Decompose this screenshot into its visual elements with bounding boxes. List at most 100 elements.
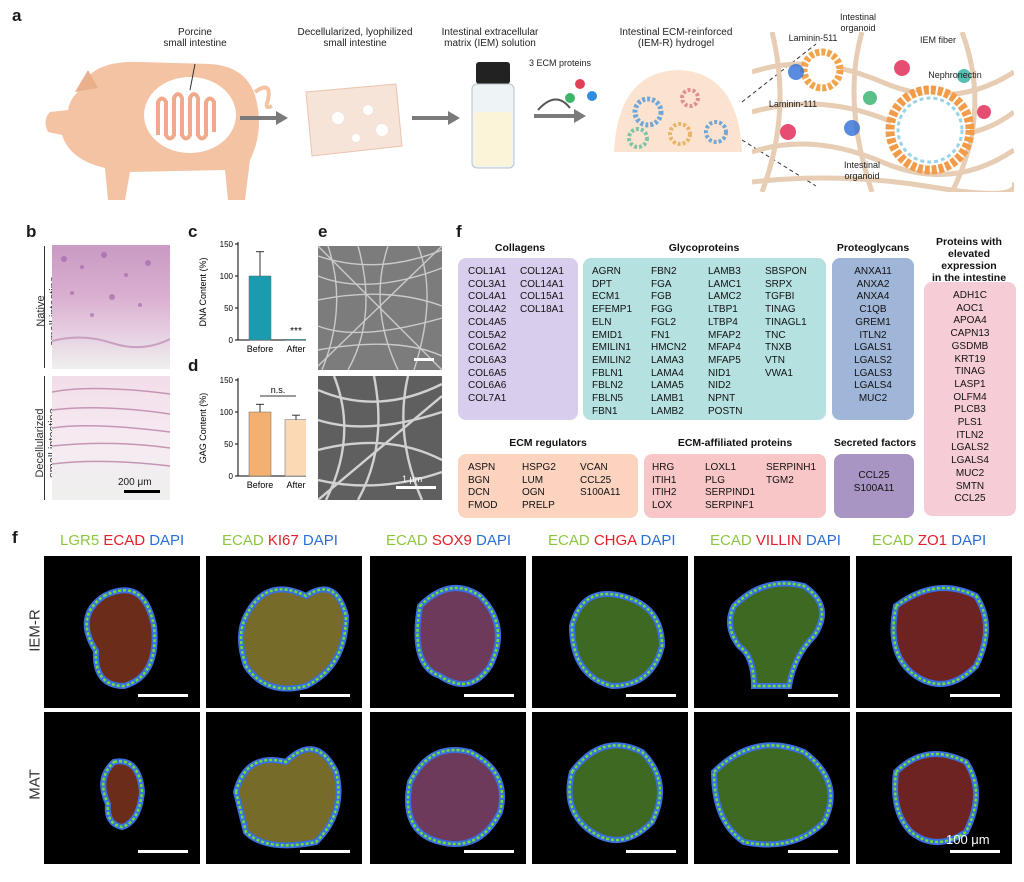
protein-item: MFAP4 — [708, 342, 741, 354]
image-scalebar — [138, 694, 188, 697]
image-scalebar — [950, 850, 1000, 853]
protein-item: LASP1 — [954, 378, 986, 390]
arrow-1-icon — [240, 111, 288, 125]
organoid-epithelium — [892, 586, 988, 686]
protein-item: MFAP2 — [708, 329, 741, 341]
callout-laminin-111: Laminin-111 — [768, 99, 818, 109]
protein-item: TINAG — [954, 366, 986, 378]
secreted-box — [834, 454, 914, 518]
protein-item: TINAGL1 — [765, 316, 807, 328]
protein-item: LAMB2 — [651, 405, 684, 417]
organoid-render — [414, 585, 501, 687]
protein-item: LGALS2 — [951, 442, 989, 454]
protein-item: VWA1 — [765, 367, 793, 379]
organoid-image — [370, 556, 526, 708]
image-scalebar — [464, 694, 514, 697]
protein-item: LGALS1 — [854, 342, 892, 354]
protein-item: NID1 — [708, 367, 731, 379]
organoid-image — [532, 556, 688, 708]
protein-item: COL1A1 — [468, 266, 507, 277]
protein-item: ASPN — [468, 462, 496, 473]
stain-channel: VILLIN — [755, 532, 806, 549]
protein-item: PLS1 — [957, 417, 983, 429]
protein-item: EMILIN1 — [592, 342, 631, 354]
protein-item: ECM1 — [592, 291, 620, 303]
protein-item: PRELP — [522, 500, 555, 512]
x-tick-label: Before — [247, 480, 274, 490]
bar-after — [284, 339, 306, 341]
organoid-image — [206, 556, 362, 708]
callout-laminin-511: Laminin-511 — [788, 33, 838, 43]
organoid-epithelium — [406, 748, 504, 846]
organoid-render — [83, 587, 158, 690]
protein-item: ITLN2 — [956, 429, 984, 441]
protein-item: SERPIND1 — [705, 487, 756, 499]
stain-channel: ECAD — [548, 532, 594, 549]
protein-item: FGA — [651, 278, 672, 290]
bar-before — [248, 411, 272, 477]
protein-item: HRG — [652, 462, 675, 473]
image-scalebar — [626, 694, 676, 697]
x-tick-label: After — [286, 480, 305, 490]
y-tick-label: 150 — [220, 376, 234, 385]
stain-channel: LGR5 — [60, 532, 104, 549]
stain-channel: ECAD — [872, 532, 918, 549]
protein-item: TNC — [765, 329, 786, 341]
image-scalebar — [138, 850, 188, 853]
protein-item: HMCN2 — [651, 342, 687, 354]
protein-item: TGFBI — [765, 291, 795, 303]
stain-channel: DAPI — [951, 532, 987, 549]
organoid-epithelium — [570, 592, 664, 688]
image-scalebar — [300, 850, 350, 853]
protein-item: COL15A1 — [520, 291, 564, 303]
protein-item: TINAG — [765, 304, 796, 316]
stain-channel: ZO1 — [917, 532, 952, 549]
divider-native — [44, 246, 45, 368]
protein-item: COL18A1 — [520, 304, 564, 316]
protein-item: ANXA11 — [854, 266, 892, 277]
native-histology-image — [51, 245, 171, 369]
protein-item: HSPG2 — [522, 462, 556, 473]
image-scalebar — [950, 694, 1000, 697]
protein-item: LGALS4 — [854, 380, 892, 392]
protein-item: COL6A5 — [468, 367, 507, 379]
protein-item: LTBP4 — [708, 316, 738, 328]
sem-image-top — [318, 246, 442, 370]
stain-channel: DAPI — [476, 532, 512, 549]
protein-item: FGB — [651, 291, 672, 303]
protein-item: CCL25 — [954, 493, 986, 505]
organoid-body — [238, 586, 350, 692]
image-scalebar — [788, 694, 838, 697]
affiliated-box — [644, 454, 826, 518]
glycoproteins-header: Glycoproteins — [668, 242, 740, 254]
protein-item: LAMA4 — [651, 367, 684, 379]
image-scalebar — [788, 850, 838, 853]
image-scalebar — [626, 850, 676, 853]
protein-item: COL3A1 — [468, 278, 507, 290]
bar-after — [284, 419, 306, 477]
protein-item: NID2 — [708, 380, 731, 392]
collagens-header: Collagens — [494, 242, 546, 254]
hydrogel-label: Intestinal ECM-reinforced (IEM-R) hydrog… — [619, 27, 733, 49]
organoid-epithelium — [893, 752, 978, 844]
protein-item: ANXA2 — [856, 278, 890, 290]
regulators-header: ECM regulators — [509, 437, 587, 449]
protein-item: CAPN13 — [950, 328, 990, 340]
organoid-body — [83, 587, 158, 690]
protein-item: FBN1 — [592, 405, 618, 417]
protein-item: FN1 — [651, 329, 670, 341]
protein-item: ITLN2 — [859, 329, 887, 341]
organoid-epithelium — [712, 744, 832, 846]
row-label-mat: MAT — [26, 769, 44, 800]
protein-item: COL4A1 — [468, 291, 507, 303]
image-scalebar — [464, 850, 514, 853]
divider-decell — [44, 376, 45, 500]
panel-label-f-images: f — [12, 528, 18, 547]
stain-channel: ECAD — [386, 532, 432, 549]
callout-organoid-bottom: Intestinal organoid — [843, 160, 881, 181]
